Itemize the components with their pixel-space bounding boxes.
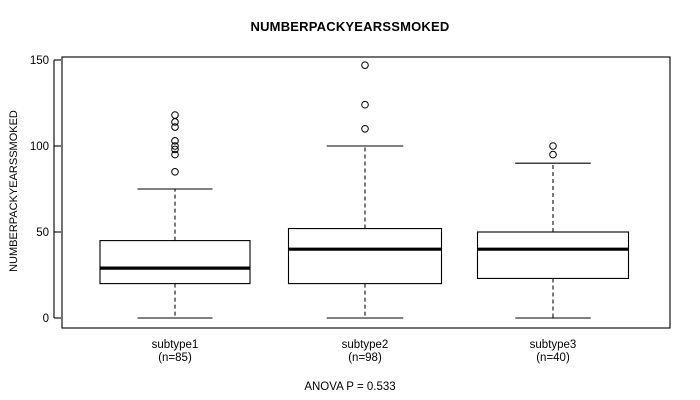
x-axis-category-label: subtype1 xyxy=(152,339,199,351)
page-title: NUMBERPACKYEARSSMOKED xyxy=(250,19,450,34)
outlier-point xyxy=(171,123,179,131)
outlier-point xyxy=(171,111,179,119)
x-axis: subtype1(n=85) subtype2(n=98) subtype3(n=4… xyxy=(152,339,577,364)
y-axis: 0 50 100 150 xyxy=(30,55,61,325)
anova-caption: ANOVA P = 0.533 xyxy=(304,381,396,393)
box-series xyxy=(99,61,630,319)
x-axis-category-label: subtype3 xyxy=(530,339,577,351)
outlier-point xyxy=(171,145,179,154)
plot-frame xyxy=(61,56,671,329)
x-axis-category-count: (n=40) xyxy=(536,352,570,364)
outlier-point xyxy=(549,150,557,159)
box-iqr xyxy=(287,228,443,285)
outlier-point xyxy=(171,150,179,159)
y-axis-tick-label: 0 xyxy=(43,313,49,325)
x-axis-category-label: subtype2 xyxy=(342,339,389,351)
y-axis-tick-label: 150 xyxy=(30,55,49,67)
outlier-point xyxy=(171,168,179,176)
outlier-point xyxy=(171,118,179,126)
box-subtype2 xyxy=(287,61,443,319)
box-iqr xyxy=(476,231,630,279)
outlier-point xyxy=(361,61,369,69)
box-subtype1 xyxy=(99,111,251,319)
box-iqr xyxy=(99,240,251,285)
outlier-point xyxy=(361,125,369,133)
outlier-point xyxy=(171,137,179,145)
box-subtype3 xyxy=(476,142,630,319)
x-axis-category-count: (n=85) xyxy=(158,352,192,364)
outlier-point xyxy=(171,142,179,150)
outlier-point xyxy=(549,142,557,150)
y-axis-tick-label: 50 xyxy=(36,227,49,239)
plot-border xyxy=(61,56,671,329)
x-axis-category-count: (n=98) xyxy=(348,352,382,364)
outlier-point xyxy=(361,100,369,109)
y-axis-tick-label: 100 xyxy=(30,141,49,153)
